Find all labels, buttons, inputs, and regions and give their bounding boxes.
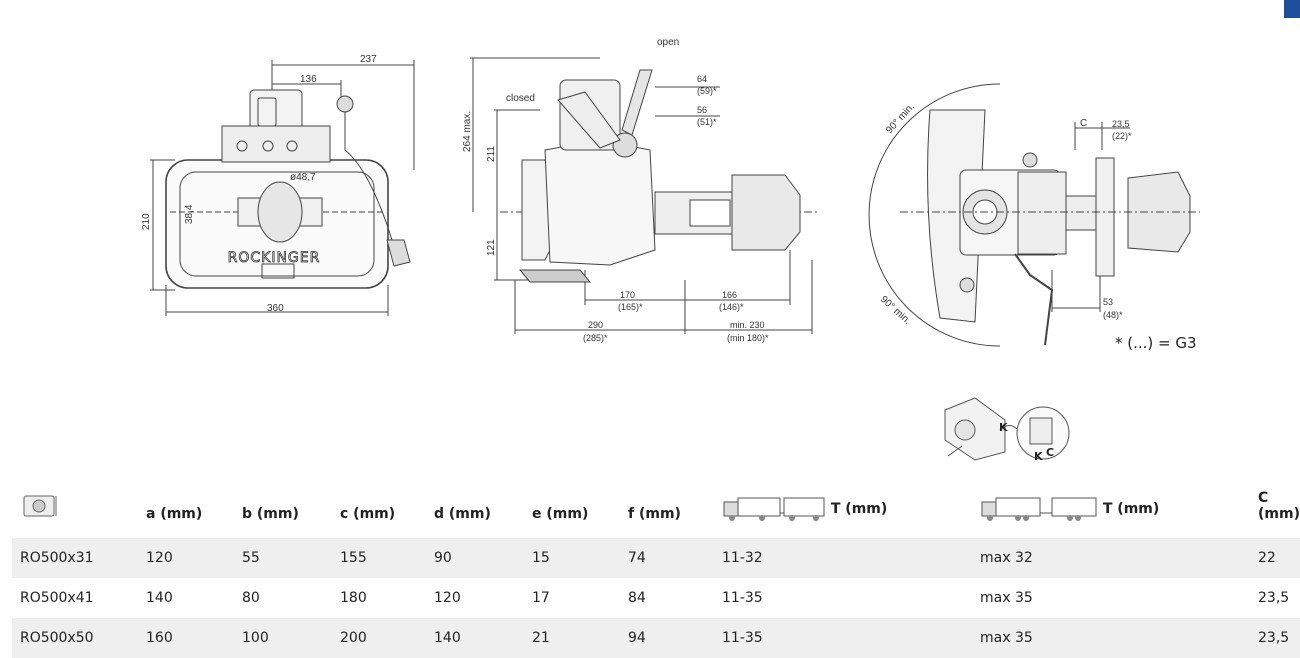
coupling-front-icon: [23, 495, 57, 517]
cell-t2: max 32: [972, 538, 1250, 578]
dim-min230: min. 230: [730, 320, 765, 330]
col-f-header: f (mm): [628, 506, 681, 522]
dim-38-4: 38,4: [184, 204, 195, 224]
cell-c: 155: [332, 538, 426, 578]
truck-trailer-icon: [723, 497, 825, 521]
dim-48: (48)*: [1103, 310, 1123, 320]
brand-logo: ROCKINGER: [228, 250, 321, 266]
cell-cc: 23,5: [1258, 590, 1290, 606]
cell-model: RO500x31: [12, 538, 138, 578]
cell-e: 21: [524, 618, 620, 658]
dim-136: 136: [300, 74, 317, 85]
dim-210: 210: [141, 213, 152, 230]
dim-146: (146)*: [719, 302, 744, 312]
footnote-g3: * (...) = G3: [1115, 334, 1197, 352]
rotation-view-drawing: [868, 83, 1200, 347]
cell-model: RO500x50: [12, 618, 138, 658]
detail-k1: K: [999, 421, 1008, 434]
dim-290: 290: [588, 320, 603, 330]
cell-c: 180: [340, 590, 367, 606]
detail-k2: K: [1034, 450, 1043, 463]
dim-56: 56: [697, 105, 707, 115]
dim-264: 264 max.: [462, 111, 473, 152]
cell-f: 84: [628, 590, 646, 606]
table-row: RO500x41 140 80 180 120 17 84 11-35 max …: [12, 578, 1300, 618]
cell-t2: max 35: [972, 618, 1250, 658]
table-row: RO500x31 120 55 155 90 15 74 11-32 max 3…: [12, 538, 1300, 578]
col-t1-header: T (mm): [714, 474, 972, 538]
cell-f: 74: [620, 538, 714, 578]
cell-d: 120: [434, 590, 461, 606]
col-a-header: a (mm): [146, 506, 203, 522]
corner-badge: [1284, 0, 1300, 18]
cell-b: 55: [234, 538, 332, 578]
cell-cc: 22: [1250, 538, 1300, 578]
detail-c: C: [1046, 446, 1054, 459]
col-t1-label: T (mm): [830, 501, 888, 517]
technical-drawings: 237 136 ø48,7 210 38,4 360 ROCKINGER: [141, 37, 1200, 463]
cell-e: 17: [532, 590, 550, 606]
cell-t1: 11-35: [714, 618, 972, 658]
front-view-drawing: [150, 60, 415, 316]
dim-360: 360: [267, 303, 284, 314]
cell-cc: 23,5: [1250, 618, 1300, 658]
cell-model: RO500x41: [20, 590, 94, 606]
col-t2-header: T (mm): [972, 474, 1250, 538]
dim-165: (165)*: [618, 302, 643, 312]
coupling-symbol-header: [12, 474, 138, 538]
dim-min180: (min 180)*: [727, 333, 769, 343]
detail-sketch: [944, 397, 1070, 461]
cell-t1: 11-35: [722, 590, 763, 606]
spec-table: a (mm) b (mm) c (mm) d (mm) e (mm) f (mm…: [12, 474, 1300, 658]
angle-bottom: 90° min.: [878, 294, 913, 327]
cell-a: 160: [138, 618, 234, 658]
cell-b: 100: [234, 618, 332, 658]
dim-59: (59)*: [697, 86, 717, 96]
dim-ball: ø48,7: [290, 172, 316, 183]
dim-23-5: 23,5: [1112, 119, 1130, 129]
dim-285: (285)*: [583, 333, 608, 343]
dim-64: 64: [697, 74, 707, 84]
col-d-header: d (mm): [434, 506, 491, 522]
cell-e: 15: [524, 538, 620, 578]
cell-a: 140: [146, 590, 173, 606]
side-view-drawing: [470, 57, 820, 334]
cell-a: 120: [138, 538, 234, 578]
table-row: RO500x50 160 100 200 140 21 94 11-35 max…: [12, 618, 1300, 658]
cell-t2: max 35: [980, 590, 1033, 606]
cell-f: 94: [620, 618, 714, 658]
dim-51: (51)*: [697, 117, 717, 127]
col-e-header: e (mm): [532, 506, 589, 522]
dim-22: (22)*: [1112, 131, 1132, 141]
cell-b: 80: [242, 590, 260, 606]
dim-53: 53: [1103, 297, 1113, 307]
label-open: open: [657, 37, 679, 48]
cell-d: 90: [426, 538, 524, 578]
cell-t1: 11-32: [714, 538, 972, 578]
truck-center-axle-trailer-icon: [981, 497, 1097, 521]
dim-166: 166: [722, 290, 737, 300]
col-t2-label: T (mm): [1102, 501, 1160, 517]
cell-c: 200: [332, 618, 426, 658]
label-closed: closed: [506, 93, 535, 104]
dim-170: 170: [620, 290, 635, 300]
col-c-header: c (mm): [340, 506, 396, 522]
col-cc-header: C (mm): [1258, 490, 1300, 522]
dim-237: 237: [360, 54, 377, 65]
cell-d: 140: [426, 618, 524, 658]
dim-121: 121: [486, 239, 497, 256]
dim-c-label: C: [1080, 118, 1087, 129]
table-header-row: a (mm) b (mm) c (mm) d (mm) e (mm) f (mm…: [12, 474, 1300, 538]
dim-211: 211: [486, 146, 497, 162]
col-b-header: b (mm): [242, 506, 299, 522]
